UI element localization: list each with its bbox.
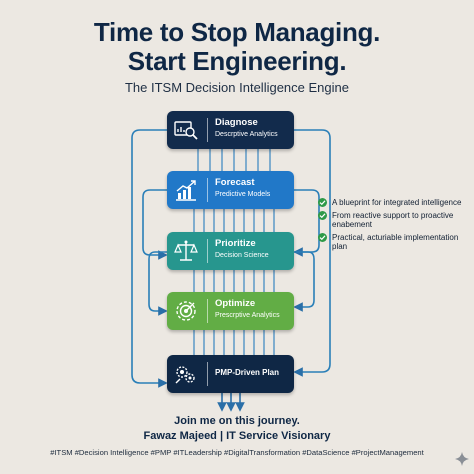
- stage-title: Prioritize: [215, 238, 256, 249]
- page-title-line1: Time to Stop Managing.: [93, 17, 381, 47]
- stage-optimize: Optimize Prescrptive Analytics: [167, 292, 294, 330]
- flow-lines-left: [131, 129, 168, 388]
- check-icon: [318, 198, 327, 207]
- page-subtitle: The ITSM Decision Intelligence Engine: [124, 80, 349, 95]
- call-to-action: Join me on this journey.: [174, 415, 300, 427]
- output-arrows: [217, 393, 245, 412]
- stage-title: Diagnose: [215, 117, 258, 128]
- benefit-text: From reactive support to proactive enabe…: [332, 211, 454, 229]
- stage-title: Forecast: [215, 177, 255, 188]
- stage-subtitle: Predictive Models: [215, 191, 271, 198]
- check-icon: [318, 233, 327, 242]
- rising-chart-icon: [176, 180, 196, 201]
- list-item: A blueprint for integrated intelligence: [318, 198, 468, 207]
- hashtags: #ITSM #Decision Intelligence #PMP #ITLea…: [50, 448, 424, 457]
- target-icon: [176, 301, 196, 321]
- balance-scale-icon: [174, 240, 198, 261]
- benefit-text: Practical, acturiable implementation pla…: [332, 233, 459, 251]
- flow-strands: [193, 149, 275, 355]
- box-divider: [207, 118, 208, 142]
- stage-forecast: Forecast Predictive Models: [167, 171, 294, 209]
- check-icon: [318, 211, 327, 220]
- author-line: Fawaz Majeed | IT Service Visionary: [143, 430, 331, 442]
- flow-lines-right: [293, 129, 331, 377]
- stage-pmp-plan: PMP-Driven Plan: [167, 355, 294, 393]
- stage-title: PMP-Driven Plan: [215, 368, 280, 377]
- sparkle-icon: [455, 452, 469, 466]
- gears-icon: [175, 366, 195, 384]
- stage-diagnose: Diagnose Descrptive Analytics: [167, 111, 294, 149]
- stage-subtitle: Prescrptive Analytics: [215, 312, 280, 319]
- box-divider: [207, 362, 208, 386]
- box-divider: [207, 239, 208, 263]
- stage-title: Optimize: [215, 298, 256, 309]
- box-divider: [207, 178, 208, 202]
- list-item: From reactive support to proactive enabe…: [318, 211, 468, 229]
- box-divider: [207, 299, 208, 323]
- stage-prioritize: Prioritize Decision Science: [167, 232, 294, 270]
- stage-subtitle: Descrptive Analytics: [215, 131, 278, 138]
- benefit-text: A blueprint for integrated intelligence: [332, 198, 462, 207]
- list-item: Practical, acturiable implementation pla…: [318, 233, 468, 251]
- stage-subtitle: Decision Science: [215, 252, 269, 259]
- page-title-line2: Start Engineering.: [127, 46, 347, 76]
- benefits-list: A blueprint for integrated intelligence …: [318, 198, 468, 255]
- magnifier-chart-icon: [174, 121, 198, 140]
